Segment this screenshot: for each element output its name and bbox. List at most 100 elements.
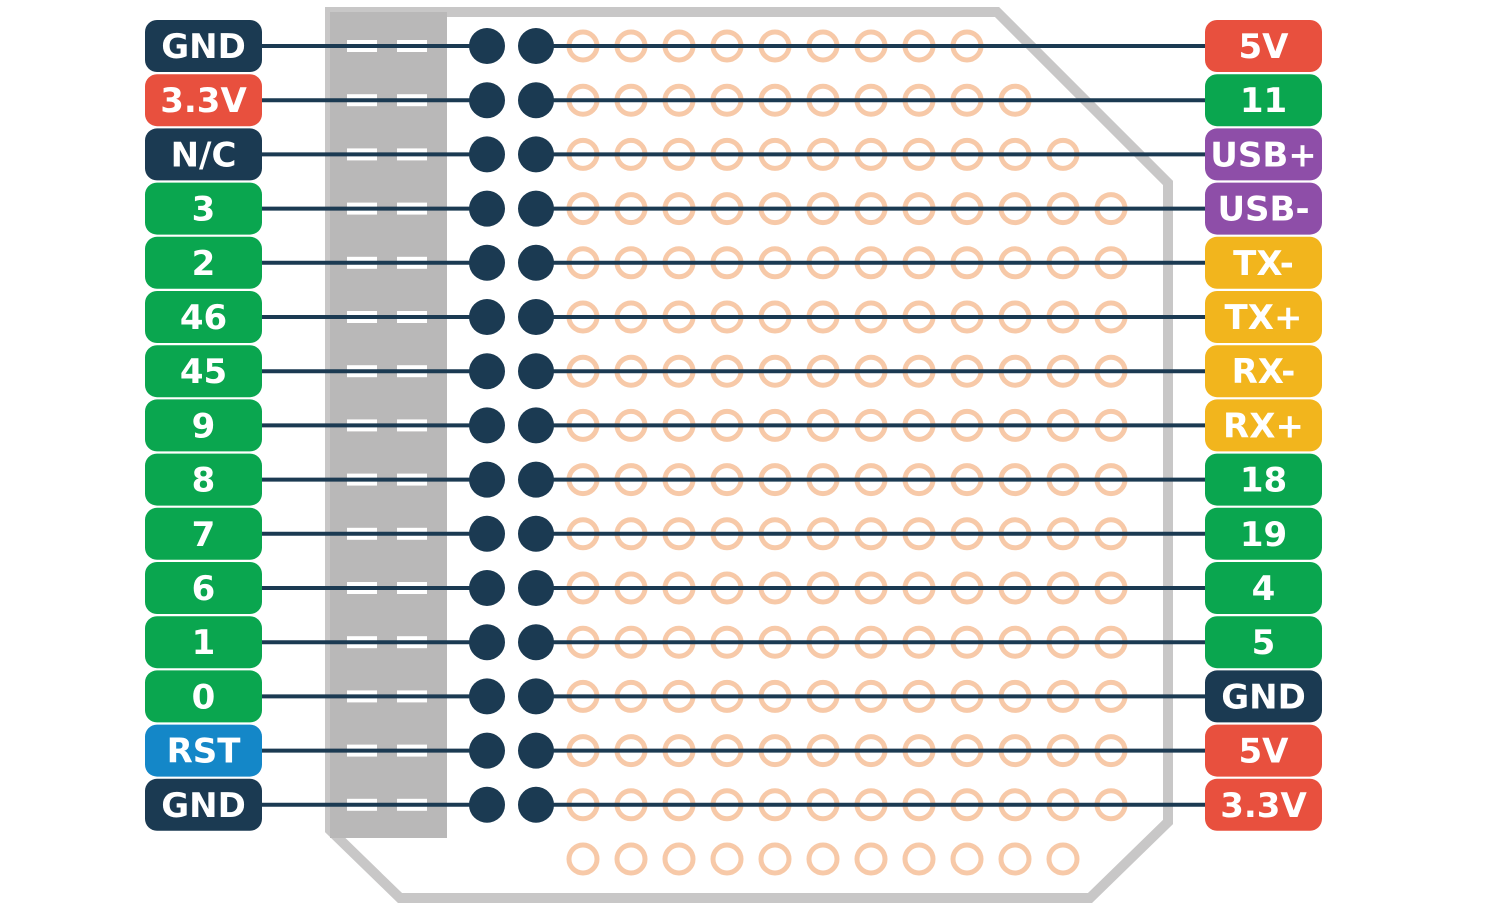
pin-badge	[1205, 507, 1322, 560]
pin-badge	[145, 399, 262, 452]
pin-badge	[145, 724, 262, 777]
header-pin-dot	[469, 28, 505, 64]
header-pin-dot	[469, 353, 505, 390]
proto-pad	[902, 842, 936, 876]
right-pin-usbplus: USB+	[1205, 128, 1322, 181]
right-pin-5v: 5V	[1205, 724, 1322, 777]
proto-pad	[662, 842, 696, 876]
pin-label: GND	[161, 786, 246, 826]
right-pin-5: 5	[1205, 616, 1322, 669]
left-pin-6: 6	[145, 562, 262, 614]
left-pin-9: 9	[145, 399, 262, 452]
pin-label: 5	[1252, 623, 1276, 663]
left-pin-3v3v: 3.3V	[145, 74, 262, 127]
board-outline	[325, 7, 1173, 903]
board	[325, 7, 1173, 903]
pin-label: 3	[192, 190, 216, 230]
pin-badge	[1205, 128, 1322, 181]
pin-label: RST	[167, 732, 242, 772]
pin-badge	[145, 74, 262, 127]
right-pin-gnd: GND	[1205, 670, 1322, 723]
proto-pad	[566, 842, 600, 876]
pin-badge	[145, 236, 262, 289]
header-pins	[469, 28, 554, 823]
proto-pad	[758, 842, 792, 876]
right-pin-usbminus: USB-	[1205, 182, 1322, 235]
header-slots	[347, 40, 427, 811]
header-pin-dot	[518, 299, 554, 335]
header-pin-dot	[518, 786, 554, 823]
pin-label: RX+	[1223, 406, 1304, 446]
header-pin-dot	[518, 461, 554, 498]
pin-label: 3.3V	[1220, 786, 1307, 826]
pin-label: 18	[1240, 461, 1287, 501]
header-pin-dot	[469, 570, 505, 606]
left-pin-3: 3	[145, 182, 262, 235]
proto-pad	[1046, 842, 1080, 876]
header-pin-dot	[518, 732, 554, 769]
left-pin-8: 8	[145, 453, 262, 506]
pin-label: GND	[161, 27, 246, 67]
pin-label: 1	[192, 623, 216, 663]
left-pin-46: 46	[145, 291, 262, 343]
pin-label: TX+	[1225, 298, 1303, 338]
pin-badge	[1205, 670, 1322, 723]
header-pin-dot	[469, 136, 505, 173]
header-pin-dot	[518, 136, 554, 173]
header-pin-dot	[518, 353, 554, 390]
left-pin-gnd: GND	[145, 778, 262, 831]
header-pin-dot	[518, 28, 554, 64]
proto-pad	[950, 842, 984, 876]
pin-label: 5V	[1239, 27, 1290, 67]
pin-label: 11	[1240, 81, 1287, 121]
proto-pad	[614, 842, 648, 876]
proto-pad	[710, 842, 744, 876]
pin-badge	[1205, 562, 1322, 614]
pin-label: USB-	[1217, 190, 1309, 230]
header-pin-dot	[469, 461, 505, 498]
pin-label: USB+	[1210, 135, 1317, 175]
pin-label: 46	[180, 298, 227, 338]
header-pin-dot	[469, 244, 505, 281]
pin-badge	[1205, 616, 1322, 669]
header-pin-dot	[469, 82, 505, 119]
pin-badge	[145, 778, 262, 831]
right-pin-5v: 5V	[1205, 20, 1322, 72]
pin-badge	[145, 670, 262, 723]
header-pin-dot	[469, 678, 505, 715]
pin-badge	[1205, 74, 1322, 127]
pin-label: TX-	[1233, 244, 1294, 284]
pin-label: 9	[192, 406, 216, 446]
pin-label: 6	[192, 569, 216, 609]
header-pin-dot	[518, 570, 554, 606]
pin-badge	[1205, 291, 1322, 343]
pin-badge	[145, 507, 262, 560]
pin-label: 0	[192, 677, 216, 717]
pin-label: 45	[180, 352, 227, 392]
pin-badge	[1205, 399, 1322, 452]
right-pin-4: 4	[1205, 562, 1322, 614]
right-pin-19: 19	[1205, 507, 1322, 560]
right-pin-3v3v: 3.3V	[1205, 778, 1322, 831]
right-pin-18: 18	[1205, 453, 1322, 506]
pin-badge	[145, 345, 262, 398]
pin-label: GND	[1221, 677, 1306, 717]
header-pin-dot	[469, 786, 505, 823]
right-pin-11: 11	[1205, 74, 1322, 127]
pin-label: 7	[192, 515, 216, 555]
right-pin-txplus: TX+	[1205, 291, 1322, 343]
header-pin-dot	[518, 244, 554, 281]
pin-badge	[1205, 182, 1322, 235]
pin-badge	[145, 20, 262, 72]
pin-badge	[1205, 345, 1322, 398]
pin-label: 19	[1240, 515, 1287, 555]
left-pin-2: 2	[145, 236, 262, 289]
left-pin-nc: N/C	[145, 128, 262, 181]
header-pin-dot	[469, 190, 505, 227]
header-pin-dot	[469, 299, 505, 335]
pin-badge	[145, 562, 262, 614]
pin-label: 5V	[1239, 732, 1290, 772]
